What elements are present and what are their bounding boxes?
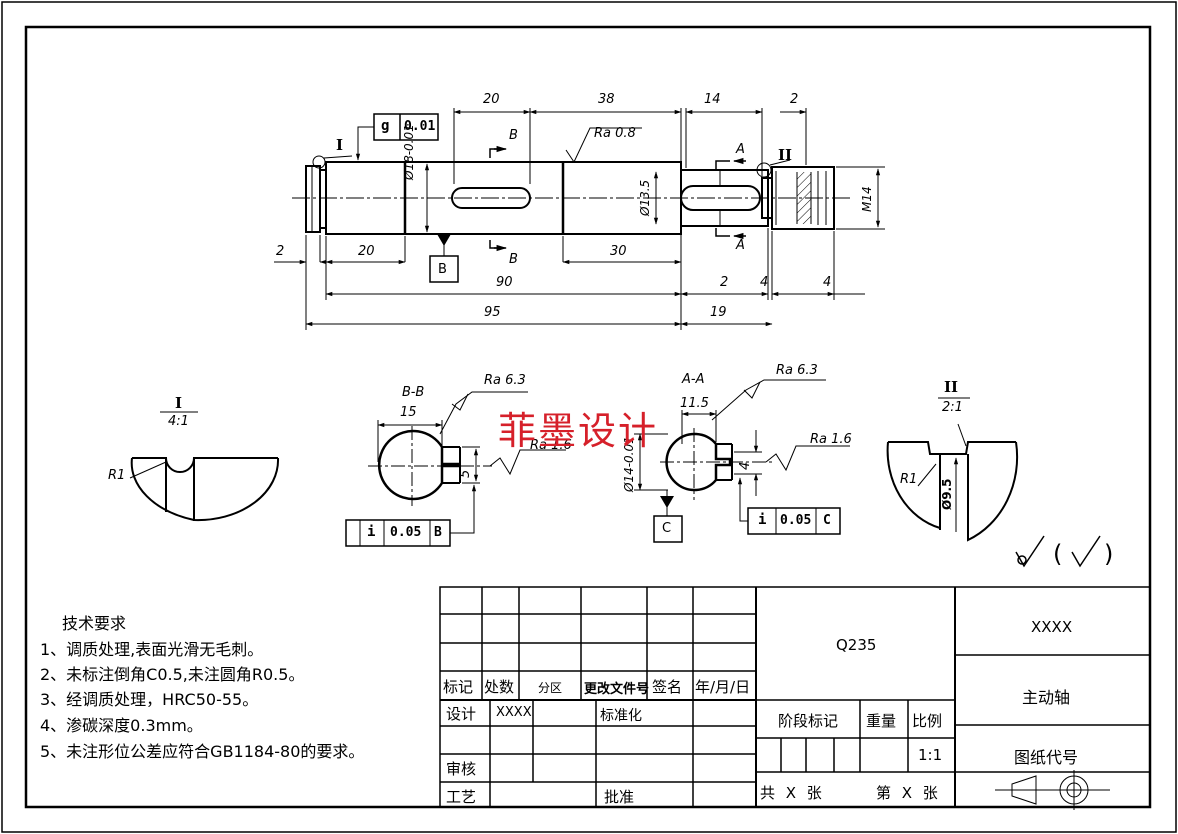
section-bb-view [346, 392, 566, 546]
fcf-aa-value: 0.05 [780, 513, 812, 528]
section-aa-title: A-A [682, 372, 705, 387]
tech-req-item: 2、未标注倒角C0.5,未注圆角R0.5。 [40, 665, 305, 684]
header-doc: 更改文件号 [584, 682, 650, 697]
scale-label: 比例 [912, 712, 943, 730]
section-aa-ra-top: Ra 6.3 [776, 363, 818, 378]
header-zone: 分区 [538, 681, 563, 695]
dim-20-bottom: 20 [358, 244, 375, 259]
tech-req-item: 4、渗碳深度0.3mm。 [40, 716, 203, 735]
section-aa-view [634, 380, 850, 542]
fcf-bb-symbol: i [367, 524, 376, 540]
tech-req-item: 3、经调质处理，HRC50-55。 [40, 690, 259, 709]
section-bb-ra-top: Ra 6.3 [484, 373, 526, 388]
detail-2-dia: Ø9.5 [940, 478, 954, 510]
detail-2-scale: 2:1 [942, 400, 963, 415]
fcf-main-symbol: g [381, 118, 390, 134]
shaft-main-view [292, 156, 850, 234]
section-aa-key: 4 [738, 461, 753, 470]
dia-18: Ø18-0.01 [402, 124, 416, 180]
tech-req-title: 技术要求 [62, 614, 127, 633]
detail-1-title: I [175, 394, 183, 412]
drawing-number: 图纸代号 [1014, 748, 1079, 767]
fcf-bb-datum: B [434, 525, 442, 540]
dim-30: 30 [610, 244, 627, 259]
part-name: 主动轴 [1022, 688, 1071, 707]
dim-4-b: 4 [823, 275, 832, 290]
section-bb-width: 15 [400, 405, 417, 420]
title-block-grid [440, 587, 1150, 807]
surface-finish-symbol [1016, 536, 1100, 566]
sheet-number: 第 X 张 [876, 784, 938, 802]
dim-38: 38 [598, 92, 615, 107]
standard-label: 标准化 [600, 708, 642, 724]
detail-mark-2: II [778, 146, 793, 164]
detail-mark-1: I [336, 136, 344, 154]
dim-14: 14 [704, 92, 721, 107]
dim-2-left: 2 [276, 244, 285, 259]
dim-2-top: 2 [790, 92, 799, 107]
thread-m14: M14 [860, 186, 874, 212]
fcf-bb-value: 0.05 [390, 525, 422, 540]
dim-2-right: 2 [720, 275, 729, 290]
section-b-label-bottom: B [509, 252, 518, 267]
sheet-total: 共 X 张 [760, 784, 822, 802]
section-a-label-bottom: A [736, 238, 745, 253]
design-label: 设计 [446, 705, 477, 723]
paren-close: ) [1104, 540, 1114, 568]
dim-20-top: 20 [483, 92, 500, 107]
detail-1-radius: R1 [108, 468, 126, 483]
approve-label: 批准 [604, 788, 635, 806]
detail-2-radius: R1 [900, 472, 918, 487]
section-aa-width: 11.5 [680, 396, 709, 411]
section-aa-ra-side: Ra 1.6 [810, 432, 852, 447]
process-label: 工艺 [446, 788, 477, 806]
scale-value: 1:1 [918, 746, 943, 764]
detail-2-view [888, 398, 1018, 540]
header-date: 年/月/日 [695, 678, 751, 696]
header-count: 处数 [484, 678, 515, 696]
dia-13-5: Ø13.5 [638, 179, 652, 216]
dim-4-a: 4 [760, 275, 769, 290]
section-bb-key: 5 [458, 469, 473, 478]
datum-c-letter: C [662, 521, 672, 536]
dim-95: 95 [484, 305, 501, 320]
material-label: Q235 [836, 636, 877, 654]
paren-open: ( [1053, 540, 1063, 568]
company-name: XXXX [1031, 618, 1073, 636]
tech-req-item: 5、未注形位公差应符合GB1184-80的要求。 [40, 742, 365, 761]
dim-90: 90 [496, 275, 513, 290]
section-b-label-top: B [509, 128, 518, 143]
ra-main: Ra 0.8 [594, 126, 636, 141]
designer-name: XXXX [496, 705, 532, 720]
fcf-aa-datum: C [823, 513, 831, 528]
weight-label: 重量 [866, 712, 897, 730]
detail-1-view [130, 412, 278, 520]
section-a-label-top: A [736, 142, 745, 157]
fcf-aa-symbol: i [758, 512, 767, 528]
projection-symbol [995, 770, 1110, 810]
header-mark: 标记 [443, 678, 474, 696]
section-bb-title: B-B [402, 385, 425, 400]
datum-b-letter: B [438, 262, 447, 277]
header-sign: 签名 [652, 678, 683, 696]
dim-19: 19 [710, 305, 727, 320]
watermark-text: 菲墨设计 [498, 409, 659, 453]
detail-2-title: II [944, 378, 959, 396]
fcf-main-value: 0.01 [404, 119, 436, 134]
section-bb-ra-side: Ra 1.6 [530, 438, 572, 453]
detail-1-scale: 4:1 [168, 414, 189, 429]
tech-req-item: 1、调质处理,表面光滑无毛刺。 [40, 640, 264, 659]
review-label: 审核 [446, 760, 477, 778]
stage-label: 阶段标记 [778, 712, 839, 730]
